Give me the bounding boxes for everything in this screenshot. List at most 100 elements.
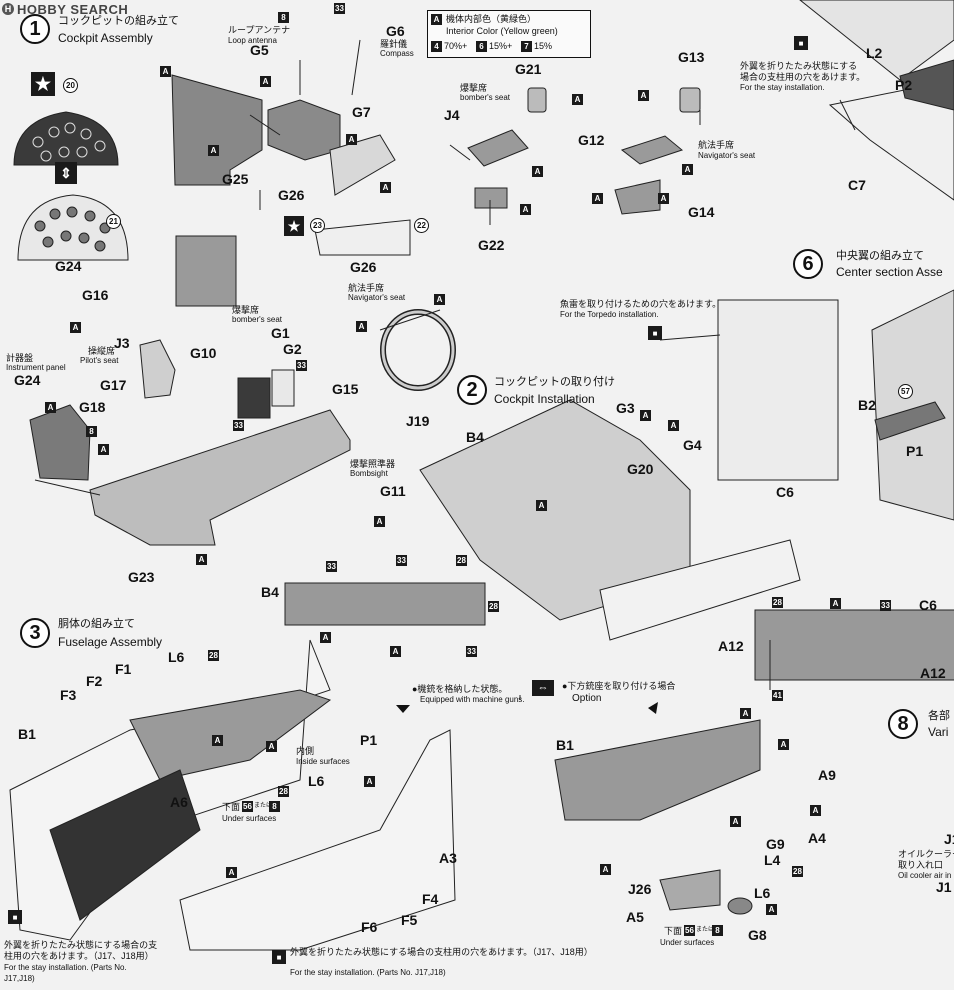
paint-33-g1: 33 bbox=[233, 420, 244, 431]
part-J26: J26 bbox=[628, 881, 652, 897]
part-G13: G13 bbox=[678, 49, 705, 65]
color-A-g12: A bbox=[682, 164, 693, 175]
part-G6: G6 bbox=[386, 23, 405, 39]
paint-8-g18: 8 bbox=[86, 426, 97, 437]
part-B1-option: B1 bbox=[556, 737, 574, 753]
mg-note-jp: ●機銃を格納した状態。 bbox=[412, 684, 508, 694]
part-G20: G20 bbox=[627, 461, 654, 477]
mg-note-en: Equipped with machine guns. bbox=[420, 695, 525, 704]
compass-jp: 羅針儀 bbox=[380, 39, 408, 49]
part-C6: C6 bbox=[776, 484, 794, 500]
paint-33-b4c: 33 bbox=[466, 646, 477, 657]
part-J1-top: J1 bbox=[944, 831, 954, 847]
paint-28-b4: 28 bbox=[456, 555, 467, 566]
option-swap-icon: ⇔ bbox=[532, 680, 554, 696]
step-2-number: 2 bbox=[457, 375, 487, 405]
part-J1-bottom: J1 bbox=[936, 879, 952, 895]
part-G18: G18 bbox=[79, 399, 106, 415]
color-A-g22: A bbox=[520, 204, 531, 215]
color-mix-code-3: 7 bbox=[521, 41, 532, 52]
part-G24-instrument: G24 bbox=[14, 372, 41, 388]
interior-color-legend: A 機体内部色（黄緑色） Interior Color (Yellow gree… bbox=[427, 10, 591, 58]
under1-or: または bbox=[254, 803, 273, 809]
color-A-a3b: A bbox=[226, 867, 237, 878]
step-8-title-jp: 各部 bbox=[928, 710, 950, 722]
step-6-title-jp: 中央翼の組み立て bbox=[836, 250, 924, 262]
paint-41-a12: 41 bbox=[772, 690, 783, 701]
pilot-seat-en: Pilot's seat bbox=[80, 356, 119, 365]
part-G7: G7 bbox=[352, 104, 371, 120]
color-A-a9: A bbox=[778, 739, 789, 750]
part-B1: B1 bbox=[18, 726, 36, 742]
drill-hole-icon-mid: ■ bbox=[272, 950, 286, 964]
stay-left-en-2: J17,J18) bbox=[4, 974, 35, 983]
color-A-a3: A bbox=[364, 776, 375, 787]
part-P2: P2 bbox=[895, 77, 913, 93]
color-A-g25b: A bbox=[208, 145, 219, 156]
option-en: Option bbox=[572, 693, 602, 704]
hobbysearch-logo-icon: H bbox=[2, 3, 14, 15]
part-L6-mid: L6 bbox=[308, 773, 325, 789]
paint-56-under2: 56 bbox=[684, 925, 695, 936]
stay-top-jp-2: 場合の支柱用の穴をあけます。 bbox=[740, 72, 866, 82]
part-G14: G14 bbox=[688, 204, 715, 220]
paint-33-g2: 33 bbox=[296, 360, 307, 371]
color-mix-code-2: 6 bbox=[476, 41, 487, 52]
color-A-g25: A bbox=[160, 66, 171, 77]
step-3-title-en: Fuselage Assembly bbox=[58, 635, 163, 649]
part-A3: A3 bbox=[439, 850, 457, 866]
hobbysearch-brand: HOBBY SEARCH bbox=[17, 1, 129, 17]
part-A6: A6 bbox=[170, 794, 188, 810]
star-panel-badge: ★ bbox=[31, 72, 55, 96]
step-1-title-en: Cockpit Assembly bbox=[58, 31, 153, 45]
under1-jp: 下面 bbox=[222, 802, 241, 812]
step-1-title-jp: コックピットの組み立て bbox=[58, 15, 179, 27]
part-F3: F3 bbox=[60, 687, 77, 703]
loop-antenna-jp: ループアンテナ bbox=[228, 25, 291, 35]
decal-21: 21 bbox=[106, 214, 121, 229]
color-A-b4a: A bbox=[320, 632, 331, 643]
part-L4: L4 bbox=[764, 852, 781, 868]
torpedo-note-jp: 魚雷を取り付けるための穴をあけます。 bbox=[560, 299, 722, 309]
part-F4: F4 bbox=[422, 891, 439, 907]
star-g26-badge: ★ bbox=[284, 216, 304, 236]
part-J3: J3 bbox=[114, 335, 130, 351]
stay-top-en: For the stay installation. bbox=[740, 83, 825, 92]
swap-arrow-icon: ⇕ bbox=[55, 162, 77, 184]
part-G16: G16 bbox=[82, 287, 109, 303]
part-J4: J4 bbox=[444, 107, 460, 123]
color-A-g24: A bbox=[45, 402, 56, 413]
part-P1-fuselage: P1 bbox=[360, 732, 378, 748]
loop-antenna-en: Loop antenna bbox=[228, 36, 277, 45]
step-1-number: 1 bbox=[20, 14, 50, 44]
stay-top-jp-1: 外翼を折りたたみ状態にする bbox=[740, 61, 858, 71]
color-mix-code-1: 4 bbox=[431, 41, 442, 52]
bomber-seat2-en: bomber's seat bbox=[232, 315, 282, 324]
under2-en: Under surfaces bbox=[660, 938, 715, 947]
part-L2: L2 bbox=[866, 45, 883, 61]
color-A-g9: A bbox=[730, 816, 741, 827]
color-A-j26: A bbox=[600, 864, 611, 875]
navigator-seat2-jp: 航法手席 bbox=[348, 283, 385, 293]
part-G26-star: G26 bbox=[350, 259, 377, 275]
part-B2: B2 bbox=[858, 397, 876, 413]
paint-8-under2: 8 bbox=[712, 925, 723, 936]
step-3-number: 3 bbox=[20, 618, 50, 648]
step-8-title-en: Vari bbox=[928, 725, 949, 739]
color-A-a4: A bbox=[810, 805, 821, 816]
torpedo-note-en: For the Torpedo installation. bbox=[560, 310, 659, 319]
part-A5: A5 bbox=[626, 909, 644, 925]
part-G3: G3 bbox=[616, 400, 635, 416]
part-G12: G12 bbox=[578, 132, 605, 148]
stay-mid-en: For the stay installation. (Parts No. J1… bbox=[290, 968, 446, 977]
drill-hole-icon-torpedo: ■ bbox=[648, 326, 662, 340]
drill-hole-icon: ■ bbox=[794, 36, 808, 50]
oil-cooler-jp-1: オイルクーラー空 bbox=[898, 849, 954, 859]
part-A12-panel: A12 bbox=[920, 665, 946, 681]
part-G25: G25 bbox=[222, 171, 249, 187]
color-A-g18: A bbox=[98, 444, 109, 455]
part-P1-center: P1 bbox=[906, 443, 924, 459]
paint-33-b4b: 33 bbox=[396, 555, 407, 566]
